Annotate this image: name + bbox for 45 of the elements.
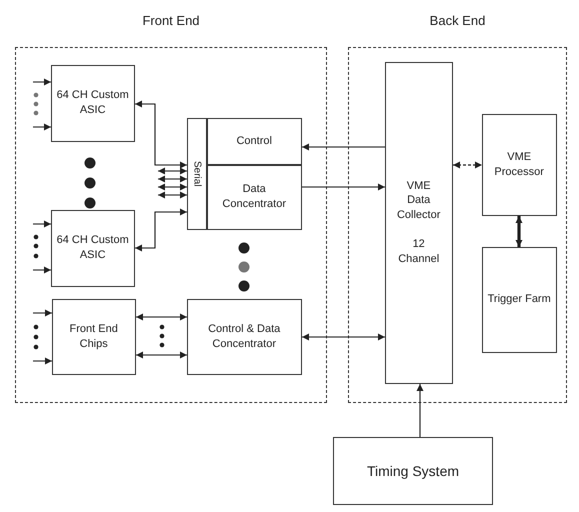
box-label: Control: [235, 134, 273, 149]
box-label: VME Data Collector: [396, 178, 442, 224]
arrow: [33, 124, 51, 130]
arrow: [136, 352, 187, 358]
process-box: [384, 62, 453, 384]
arrow: [516, 216, 522, 247]
box-label: 64 CH Custom ASIC: [56, 88, 130, 118]
region-heading: Front End: [141, 12, 201, 30]
arrow: [158, 192, 187, 198]
process-box: [333, 437, 493, 505]
box-label: Control & Data Concentrator: [207, 322, 282, 352]
process-box: [206, 164, 302, 230]
process-box: [482, 114, 557, 216]
process-box: [50, 64, 135, 142]
bus-strip: [186, 118, 207, 230]
arrow: [33, 220, 51, 228]
box-label: Serial: [190, 160, 204, 186]
arrow: [453, 162, 482, 168]
arrow: [416, 384, 424, 437]
box-label: Data Concentrator: [221, 182, 287, 212]
process-box: [482, 246, 557, 353]
arrow: [33, 358, 52, 364]
box-label: Trigger Farm: [486, 292, 552, 308]
process-box: [206, 118, 302, 165]
box-label: Front End Chips: [68, 322, 119, 352]
process-box: [186, 298, 302, 375]
arrow: [33, 78, 51, 86]
arrow: [158, 176, 187, 182]
box-label: Timing System: [366, 462, 460, 480]
arrow: [302, 334, 385, 340]
process-box: [52, 298, 136, 375]
arrow: [158, 184, 187, 190]
region-heading: Back End: [428, 12, 486, 30]
arrow: [302, 184, 385, 190]
box-label: VME Processor: [493, 150, 545, 180]
arrow: [136, 314, 187, 320]
arrow: [33, 266, 51, 274]
arrow: [33, 310, 52, 316]
arrow: [158, 168, 187, 174]
arrow: [135, 208, 187, 252]
arrow: [302, 144, 385, 150]
box-label: 64 CH Custom ASIC: [56, 233, 130, 264]
arrow: [135, 100, 187, 168]
process-box: [50, 210, 135, 287]
box-label: 12 Channel: [397, 237, 440, 267]
